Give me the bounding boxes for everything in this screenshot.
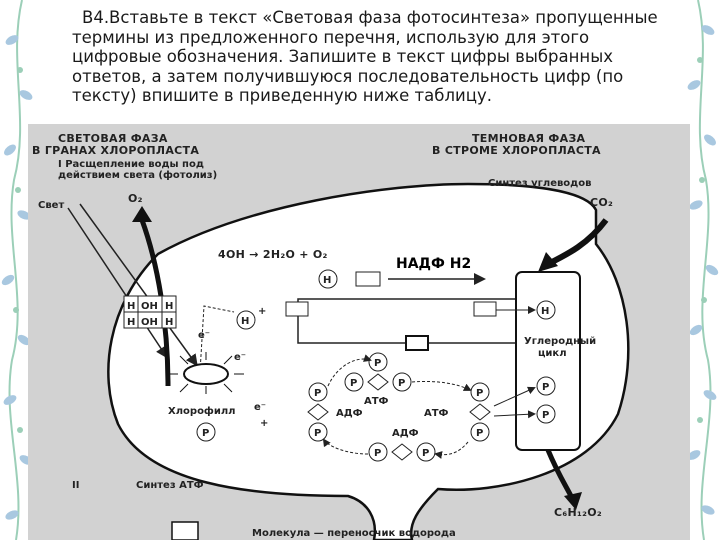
water-molecules: Н ОН Н Н ОН Н [123, 295, 177, 329]
electron-label-2: e⁻ [234, 352, 246, 363]
atp-to-cycle-arrow-2 [493, 410, 536, 419]
stage2-label: II [72, 480, 79, 491]
h-ion-cycle-label: Н [541, 306, 549, 317]
light-phase-subtitle: В ГРАНАХ ХЛОРОПЛАСТА [32, 144, 199, 157]
phosphate-cycle-1 [536, 376, 556, 396]
svg-text:Р: Р [476, 428, 483, 439]
h-ion-label: Н [323, 275, 331, 286]
task-line: ответов, а затем получившуюся последоват… [72, 66, 624, 86]
o2-arrowhead [132, 206, 152, 222]
carbon-cycle-label: Углеродный [524, 336, 596, 347]
atp-cycle: Р Р Р АТФ Р Р АДФ Р Р АТФ Р Р АДФ [307, 352, 491, 462]
o2-label: O₂ [128, 192, 143, 205]
stage1-label: I Расщепление воды под [58, 159, 204, 170]
dark-phase-subtitle: В СТРОМЕ ХЛОРОПЛАСТА [432, 144, 601, 157]
svg-text:АДФ: АДФ [336, 408, 363, 419]
carrier-box-right [473, 301, 497, 317]
atp-to-cycle-arrow [493, 386, 536, 407]
nadph-label: НАДФ Н2 [396, 256, 471, 272]
svg-text:Р: Р [374, 448, 381, 459]
electron-label: e⁻ [198, 330, 210, 341]
carrier-box-bottom [405, 335, 429, 351]
svg-text:Р: Р [314, 388, 321, 399]
dark-phase-title: ТЕМНОВАЯ ФАЗА [472, 132, 586, 145]
photolysis-equation: 4OH → 2H₂O + O₂ [218, 248, 328, 261]
co2-label: CO₂ [590, 196, 613, 209]
chloroplast-outline [107, 182, 630, 540]
svg-text:АДФ: АДФ [392, 428, 419, 439]
legend-carrier-box [171, 521, 199, 540]
svg-text:Р: Р [314, 428, 321, 439]
electron-out-label: e⁻ [254, 402, 266, 413]
plus-sign: + [258, 306, 266, 317]
svg-text:ОН: ОН [141, 317, 158, 328]
task-line: цифровые обозначения. Запишите в текст ц… [72, 47, 613, 66]
carbon-cycle-box [515, 271, 581, 451]
phosphate-free [196, 422, 216, 442]
photosynthesis-diagram: СВЕТОВАЯ ФАЗА В ГРАНАХ ХЛОРОПЛАСТА I Рас… [28, 124, 690, 540]
svg-text:АТФ: АТФ [424, 408, 449, 419]
legend-label: Молекула — переносчик водорода [252, 528, 456, 539]
light-label: Свет [38, 200, 64, 211]
h-ion-top [318, 269, 338, 289]
carb-synthesis-label: Синтез углеводов [488, 178, 591, 189]
task-line: В4.Вставьте в текст «Световая фаза фотос… [82, 8, 658, 27]
svg-text:Н: Н [165, 301, 173, 312]
svg-text:Р: Р [374, 358, 381, 369]
svg-text:Р: Р [422, 448, 429, 459]
co2-arrowhead [538, 252, 558, 272]
carrier-box-top [355, 271, 381, 287]
task-line: термины из предложенного перечня, исполь… [72, 27, 590, 47]
carrier-box-left [285, 301, 309, 317]
h-ion-mid [236, 310, 256, 330]
plus-out: + [260, 418, 268, 429]
h-ion-mid-label: Н [241, 316, 249, 327]
svg-text:Р: Р [476, 388, 483, 399]
electron-path [199, 305, 235, 373]
svg-text:Р: Р [542, 382, 549, 393]
svg-text:Р: Р [542, 410, 549, 421]
carbon-cycle-label-2: цикл [538, 348, 567, 359]
h-ion-cycle [536, 300, 556, 320]
floral-border-right [687, 0, 719, 540]
light-phase-title: СВЕТОВАЯ ФАЗА [58, 132, 168, 145]
task-line: тексту) впишите в приведенную ниже табли… [72, 86, 492, 105]
svg-text:ОН: ОН [141, 301, 158, 312]
phosphate-cycle-2 [536, 404, 556, 424]
task-text: В4.Вставьте в текст «Световая фаза фотос… [72, 8, 672, 106]
svg-text:АТФ: АТФ [364, 396, 389, 407]
light-ray-2 [67, 207, 168, 359]
chlorophyll-label: Хлорофилл [168, 405, 236, 417]
chlorophyll-molecule [168, 352, 244, 394]
atp-synthesis-label: Синтез АТФ [136, 480, 204, 491]
svg-text:Н: Н [127, 317, 135, 328]
glucose-arrowhead [564, 492, 582, 510]
light-ray-1 [79, 203, 198, 367]
svg-text:Н: Н [127, 301, 135, 312]
svg-text:Р: Р [398, 378, 405, 389]
phosphate-free-label: Р [202, 428, 209, 439]
svg-text:Р: Р [350, 378, 357, 389]
glucose-label: C₆H₁₂O₂ [554, 506, 602, 519]
stage1-label-2: действием света (фотолиз) [58, 169, 217, 181]
svg-text:Н: Н [165, 317, 173, 328]
